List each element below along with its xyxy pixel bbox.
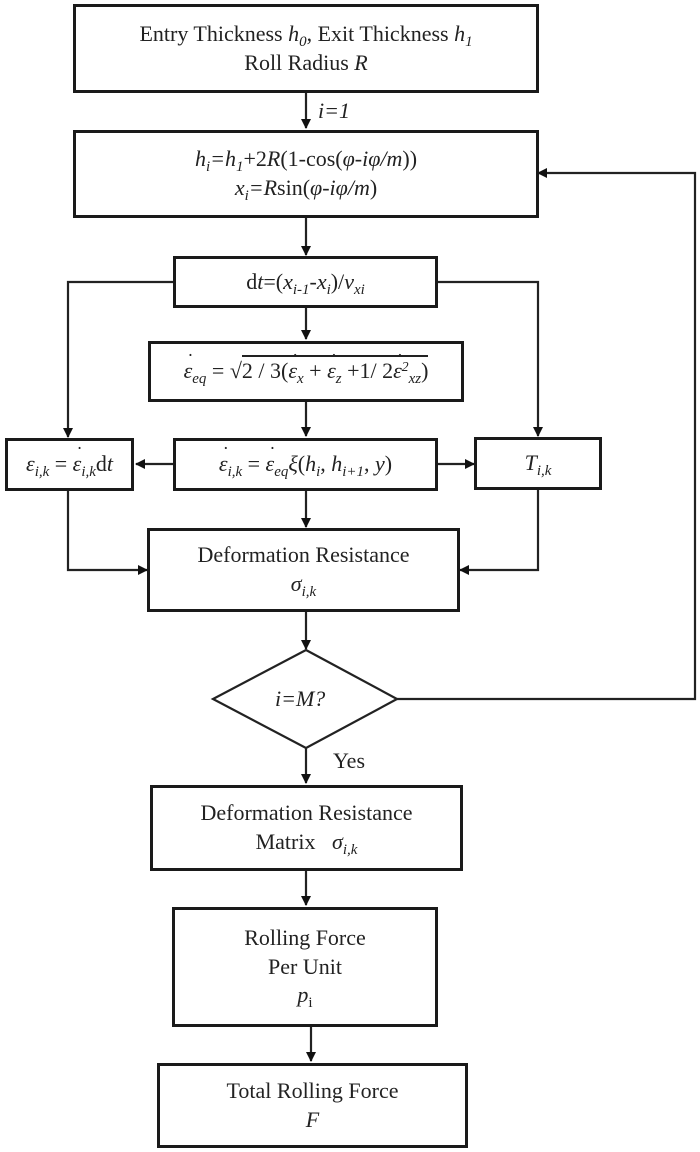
roll-radius-symbol: R bbox=[354, 49, 368, 75]
unit-force-line1: Rolling Force bbox=[244, 925, 366, 951]
temperature-symbol: Ti,k bbox=[524, 450, 552, 480]
arrow-decision-loop-to-geometry bbox=[397, 168, 697, 701]
resistance-matrix-subtitle-line: Matrix σi,k bbox=[255, 828, 358, 859]
edge-label-init: i=1 bbox=[318, 98, 350, 123]
input-line-radius: Roll Radius R bbox=[244, 49, 367, 78]
unit-force-symbol: pi bbox=[297, 982, 313, 1012]
arrow-temperature-to-resistance bbox=[459, 489, 540, 575]
unit-force-line2: Per Unit bbox=[268, 953, 342, 979]
resistance-matrix-symbol: σi,k bbox=[332, 829, 358, 859]
strain-rate-box: εi,k = εeqξ(hi, hi+1, y) bbox=[173, 438, 438, 491]
equivalent-strain-rate-box: εeq = √2 / 3(εx + εz +1/ 2ε2xz) bbox=[148, 341, 464, 402]
strain-rate-formula: εi,k = εeqξ(hi, hi+1, y) bbox=[219, 442, 392, 480]
exit-thickness-subscript: 1 bbox=[465, 34, 473, 51]
total-force-symbol: F bbox=[305, 1106, 320, 1132]
exit-thickness-symbol: h bbox=[454, 20, 466, 46]
entry-thickness-subscript: 0 bbox=[299, 34, 307, 51]
deformation-resistance-symbol: σi,k bbox=[290, 571, 317, 601]
deformation-resistance-box: Deformation Resistance σi,k bbox=[147, 528, 460, 612]
exit-thickness-label: , Exit Thickness bbox=[306, 20, 455, 46]
thickness-formula: hi=h1+2R(1-cos(φ-iφ/m)) bbox=[194, 146, 418, 176]
roll-radius-label: Roll Radius bbox=[244, 49, 355, 75]
arrow-strain-to-resistance bbox=[66, 490, 148, 575]
geometry-box: hi=h1+2R(1-cos(φ-iφ/m)) xi=Rsin(φ-iφ/m) bbox=[73, 130, 539, 218]
equivalent-strain-rate-formula: εeq = √2 / 3(εx + εz +1/ 2ε2xz) bbox=[184, 349, 429, 387]
time-step-formula: dt=(xi-1-xi)/vxi bbox=[246, 268, 365, 298]
decision-label: i=M? bbox=[275, 686, 326, 711]
entry-thickness-symbol: h bbox=[288, 20, 300, 46]
entry-thickness-label: Entry Thickness bbox=[139, 20, 289, 46]
resistance-matrix-subtitle: Matrix bbox=[255, 829, 316, 854]
arrow-timestep-to-temperature bbox=[437, 280, 543, 437]
arrow-timestep-to-strain bbox=[63, 280, 174, 438]
temperature-box: Ti,k bbox=[474, 437, 602, 490]
position-formula: xi=Rsin(φ-iφ/m) bbox=[234, 175, 378, 205]
time-step-box: dt=(xi-1-xi)/vxi bbox=[173, 256, 438, 308]
total-rolling-force-box: Total Rolling Force F bbox=[157, 1063, 468, 1148]
total-force-title: Total Rolling Force bbox=[226, 1077, 399, 1103]
input-line-thickness: Entry Thickness h0, Exit Thickness h1 bbox=[139, 20, 473, 51]
unit-rolling-force-box: Rolling Force Per Unit pi bbox=[172, 907, 438, 1027]
decision-diamond bbox=[210, 648, 400, 750]
edge-label-yes: Yes bbox=[333, 748, 366, 773]
resistance-matrix-title: Deformation Resistance bbox=[200, 800, 413, 826]
strain-formula: εi,k = εi,kdt bbox=[26, 442, 113, 480]
strain-box: εi,k = εi,kdt bbox=[5, 438, 134, 491]
input-parameters-box: Entry Thickness h0, Exit Thickness h1 Ro… bbox=[73, 4, 539, 93]
deformation-resistance-title: Deformation Resistance bbox=[197, 542, 410, 568]
resistance-matrix-box: Deformation Resistance Matrix σi,k bbox=[150, 785, 463, 871]
